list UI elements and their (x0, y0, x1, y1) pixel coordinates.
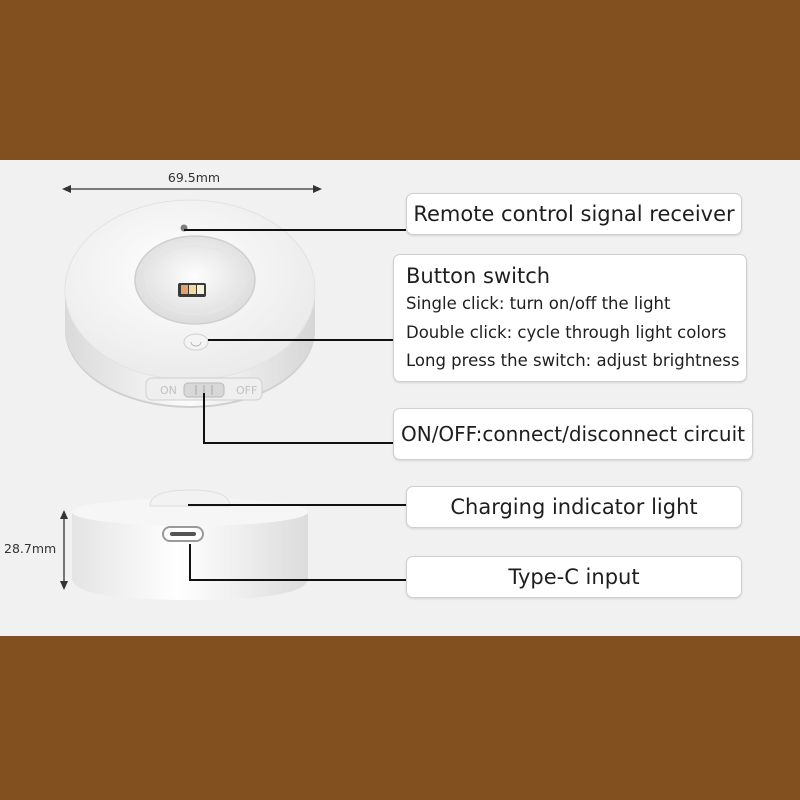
callout-button-switch: Button switch Single click: turn on/off … (393, 254, 747, 382)
width-dimension-label: 69.5mm (168, 170, 220, 185)
slider-off-label: OFF (236, 384, 257, 397)
callout-charging: Charging indicator light (406, 486, 742, 528)
callout-charging-text: Charging indicator light (450, 495, 698, 519)
height-dimension-label: 28.7mm (4, 541, 56, 556)
width-dimension: 69.5mm (62, 170, 322, 193)
callout-button-switch-line: Long press the switch: adjust brightness (406, 351, 740, 370)
button-switch (183, 333, 209, 351)
callout-typec: Type-C input (406, 556, 742, 598)
callout-remote-receiver: Remote control signal receiver (406, 193, 742, 235)
light-top-view: ON OFF (64, 199, 316, 408)
callout-onoff-text: ON/OFF:connect/disconnect circuit (400, 422, 745, 446)
callout-remote-receiver-text: Remote control signal receiver (413, 202, 735, 226)
callout-typec-text: Type-C input (508, 565, 640, 589)
slider-on-label: ON (160, 384, 177, 397)
callout-button-switch-line: Double click: cycle through light colors (406, 322, 727, 342)
on-off-slider: ON OFF (145, 377, 263, 401)
callout-button-switch-title: Button switch (406, 264, 551, 288)
height-dimension: 28.7mm (4, 510, 68, 590)
callout-button-switch-line: Single click: turn on/off the light (406, 294, 671, 313)
leader-lines (184, 229, 406, 581)
callout-onoff: ON/OFF:connect/disconnect circuit (393, 408, 753, 460)
